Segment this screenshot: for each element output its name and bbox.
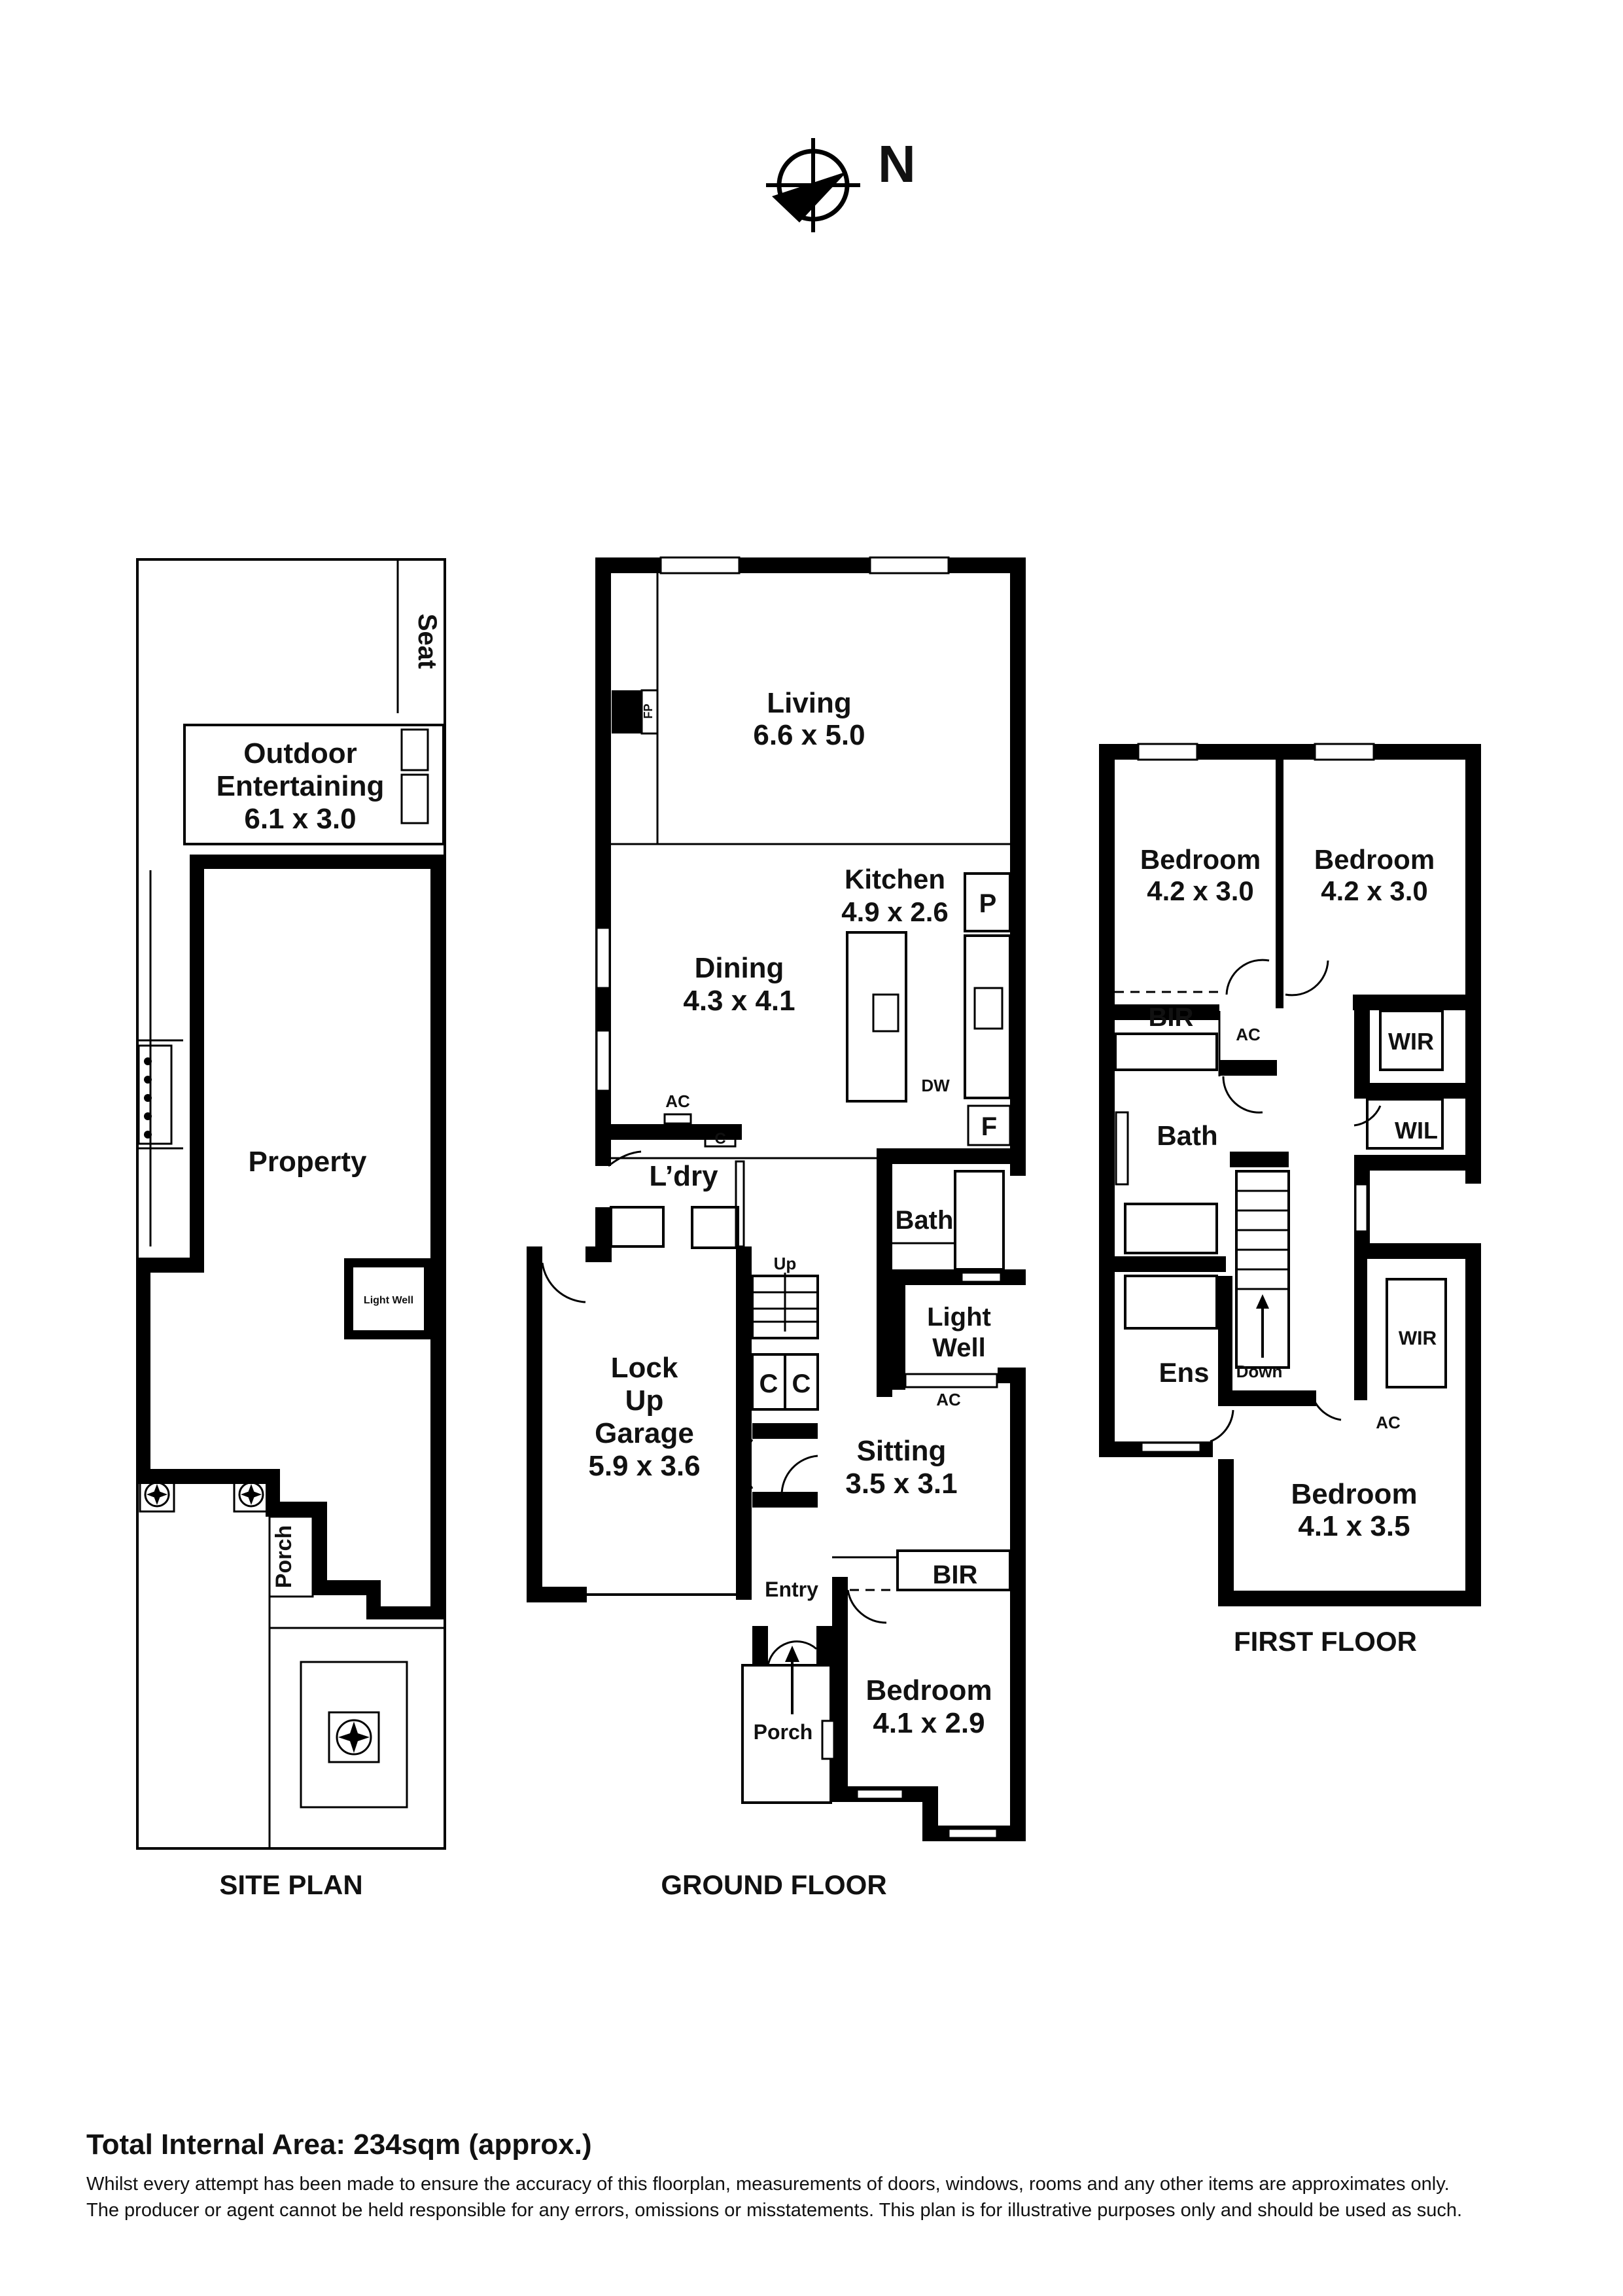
ff-bedroom-2-dimension: 4.2 x 3.0 — [1321, 875, 1427, 906]
ff-stairs-down-label: Down — [1236, 1362, 1283, 1381]
site-outdoor-label-2: Entertaining — [217, 770, 385, 802]
compass-north-label: N — [878, 135, 916, 193]
site-porch-label: Porch — [271, 1525, 296, 1588]
fan-icon — [328, 1711, 380, 1763]
bbq-icon — [400, 728, 429, 771]
gf-garage-dimension: 5.9 x 3.6 — [588, 1450, 700, 1482]
gf-garage-label: Lock — [611, 1352, 678, 1384]
gf-bir-label: BIR — [933, 1561, 978, 1589]
gf-living-dimension: 6.6 x 5.0 — [753, 719, 865, 751]
ff-ensuite-label: Ens — [1159, 1357, 1209, 1388]
total-internal-area: Total Internal Area: 234sqm (approx.) — [86, 2128, 592, 2161]
ff-bedroom-2-label: Bedroom — [1314, 844, 1435, 875]
gf-kitchen-dimension: 4.9 x 2.6 — [841, 896, 948, 927]
gf-light-well-ac-label: AC — [936, 1390, 961, 1409]
ff-ac-2-label: AC — [1376, 1413, 1401, 1432]
site-light-well — [344, 1258, 433, 1339]
kitchen-sink-icon — [872, 993, 899, 1033]
gf-light-well-label: Light — [927, 1303, 991, 1332]
gf-dishwasher-label: DW — [921, 1076, 950, 1095]
gf-stairs-up-label: Up — [774, 1254, 797, 1273]
gf-light-well-label-2: Well — [932, 1333, 986, 1362]
gf-kitchen-label: Kitchen — [845, 864, 945, 894]
gf-sitting-label: Sitting — [857, 1435, 947, 1467]
gf-bedroom-label: Bedroom — [865, 1674, 992, 1706]
gf-cupboard-label: C — [714, 1130, 725, 1148]
gf-pantry-label: P — [979, 889, 997, 918]
ff-wir-2-label: WIR — [1399, 1328, 1437, 1349]
site-plan — [136, 558, 446, 1850]
gf-dining-label: Dining — [695, 952, 784, 984]
ff-bir-label: BIR — [1149, 1003, 1194, 1032]
first-floor-plan — [1099, 743, 1481, 1606]
site-property-label: Property — [249, 1146, 367, 1178]
sink-icon — [400, 773, 429, 824]
site-seat-label: Seat — [413, 614, 442, 669]
ff-bedroom-1-dimension: 4.2 x 3.0 — [1147, 875, 1253, 906]
fan-icon — [139, 1476, 175, 1513]
ground-floor-plan — [527, 556, 1026, 1841]
site-light-well-label: Light Well — [364, 1295, 413, 1306]
ground-floor-title: GROUND FLOOR — [661, 1869, 886, 1900]
gf-living-label: Living — [767, 687, 852, 719]
fan-icon — [233, 1476, 270, 1513]
first-floor-title: FIRST FLOOR — [1234, 1626, 1417, 1657]
site-plan-title: SITE PLAN — [219, 1869, 362, 1900]
gf-ac-label: AC — [665, 1091, 690, 1111]
gf-fridge-label: F — [981, 1112, 997, 1141]
gf-fireplace-label: FP — [642, 703, 655, 718]
gf-sitting-dimension: 3.5 x 3.1 — [845, 1468, 957, 1500]
disclaimer-line-1: Whilst every attempt has been made to en… — [86, 2174, 1450, 2195]
cooktop-icon — [973, 987, 1003, 1030]
ff-bath-label: Bath — [1157, 1120, 1217, 1151]
north-compass-icon — [766, 138, 860, 232]
ff-wil-label: WIL — [1395, 1117, 1438, 1144]
gf-laundry-label: L’dry — [649, 1160, 718, 1192]
ff-bedroom-1-label: Bedroom — [1140, 844, 1261, 875]
gf-porch-label: Porch — [754, 1720, 813, 1744]
gf-entry-label: Entry — [765, 1578, 818, 1601]
ff-bedroom-3-label: Bedroom — [1291, 1478, 1417, 1510]
site-outdoor-label: Outdoor — [243, 737, 357, 769]
gf-bedroom-dimension: 4.1 x 2.9 — [873, 1707, 985, 1739]
gf-garage-label-3: Garage — [595, 1417, 694, 1449]
site-outdoor-dimension: 6.1 x 3.0 — [244, 803, 356, 835]
gf-cupboard-c2-label: C — [792, 1369, 811, 1398]
disclaimer-line-2: The producer or agent cannot be held res… — [86, 2200, 1463, 2221]
gf-bath-label: Bath — [896, 1206, 954, 1235]
gf-cupboard-c1-label: C — [759, 1369, 778, 1398]
ff-ac-label: AC — [1236, 1025, 1261, 1044]
gf-dining-dimension: 4.3 x 4.1 — [683, 985, 795, 1017]
ff-bedroom-3-dimension: 4.1 x 3.5 — [1298, 1510, 1410, 1542]
gf-garage-label-2: Up — [625, 1385, 664, 1417]
ff-wir-1-label: WIR — [1388, 1028, 1434, 1055]
